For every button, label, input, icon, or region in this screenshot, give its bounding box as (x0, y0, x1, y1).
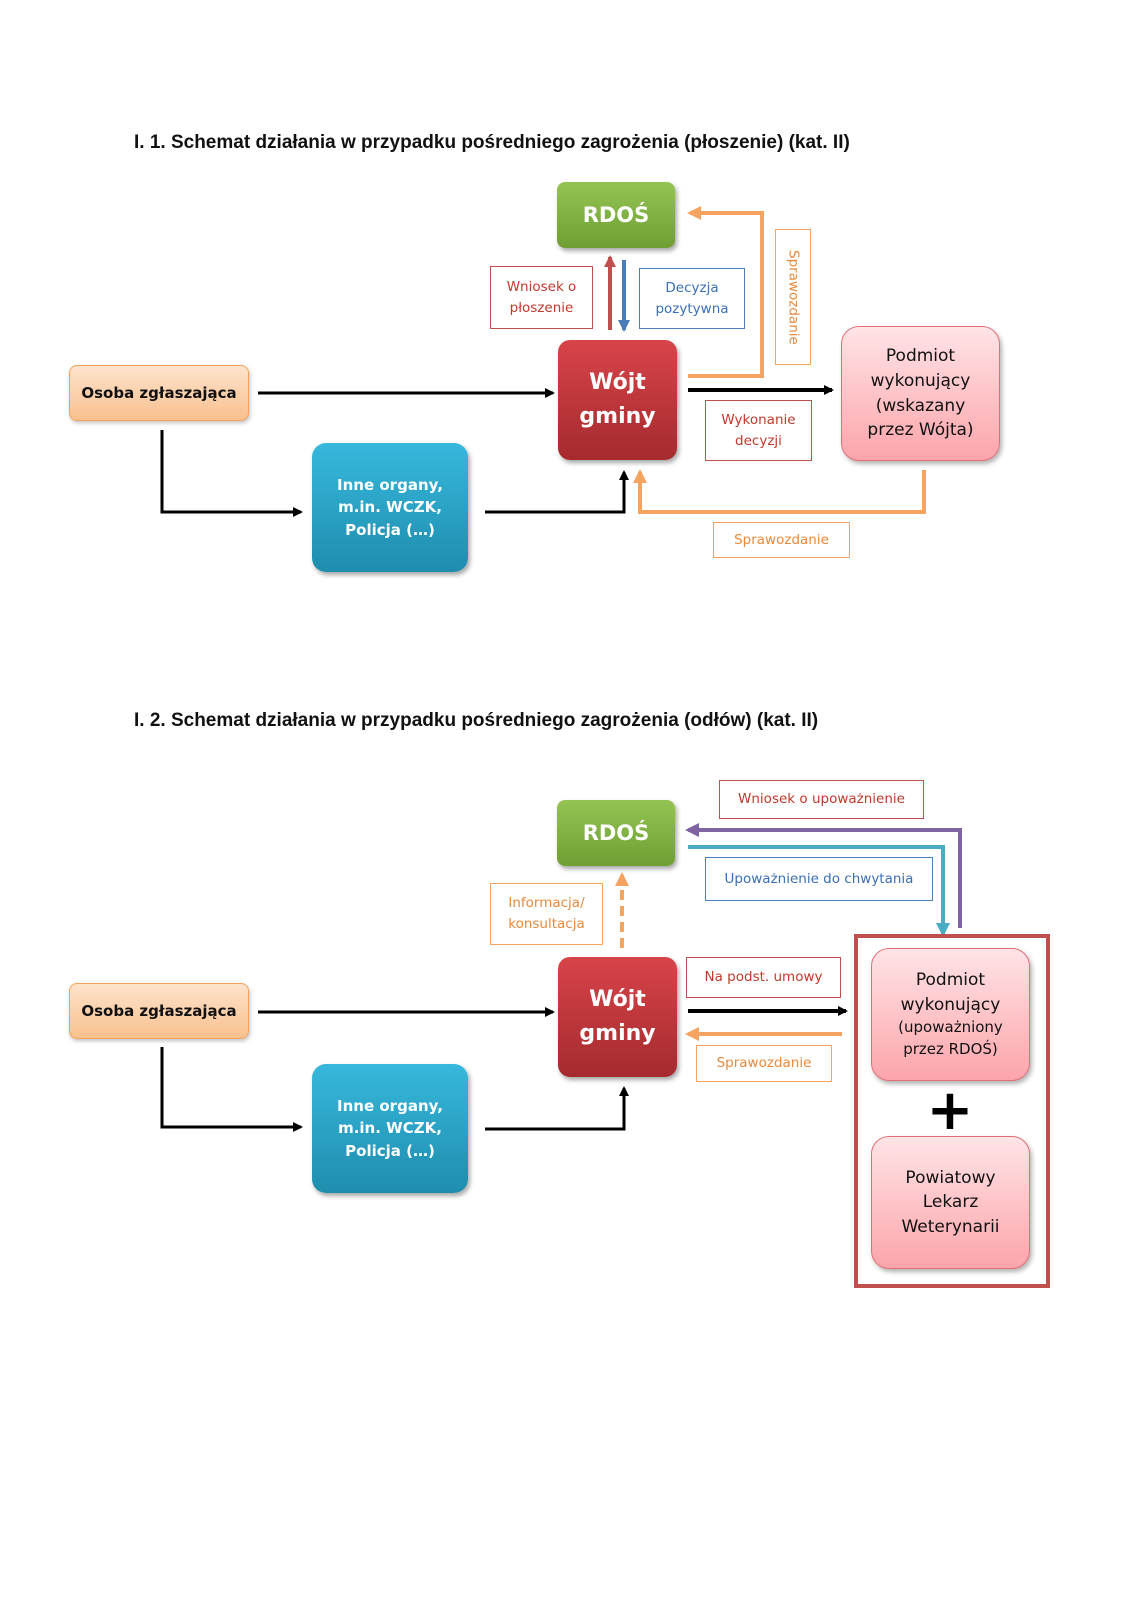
rdos-box-1: RDOŚ (557, 182, 675, 248)
arrow-wojt-to-rdos-sprawozdanie (687, 206, 764, 378)
arrow-osoba-to-inne-1 (160, 430, 303, 517)
lekarz-weterynarii-box: Powiatowy Lekarz Weterynarii (871, 1136, 1030, 1269)
label-decyzja-pozytywna: Decyzja pozytywna (639, 268, 745, 329)
label-upowaznienie-do-chwytania: Upoważnienie do chwytania (705, 857, 933, 901)
podmiot-box-2: Podmiot wykonujący (upoważniony przez RD… (871, 948, 1030, 1081)
inne-organy-box-1: Inne organy, m.in. WCZK, Policja (…) (312, 443, 468, 572)
podmiot-sub-text: (upoważniony przez RDOŚ) (898, 1018, 1003, 1059)
podmiot-box-1: Podmiot wykonujący (wskazany przez Wójta… (841, 326, 1000, 461)
rdos-box-2: RDOŚ (557, 800, 675, 866)
arrow-rdos-to-podmiot-upowaznienie (688, 845, 950, 937)
label-sprawozdanie-2: Sprawozdanie (696, 1045, 832, 1082)
executor-group-frame (854, 934, 1050, 1288)
arrow-podmiot-to-wojt-sprawozdanie (633, 469, 926, 514)
osoba-box-1: Osoba zgłaszająca (69, 365, 249, 421)
arrow-inne-to-wojt-1 (485, 470, 629, 514)
arrow-podmiot-to-rdos-wniosek (685, 823, 962, 928)
osoba-box-2: Osoba zgłaszająca (69, 983, 249, 1039)
label-informacja-konsultacja: Informacja/ konsultacja (490, 883, 603, 945)
label-na-podst-umowy: Na podst. umowy (686, 957, 841, 998)
label-wykonanie-decyzji: Wykonanie decyzji (705, 400, 812, 461)
label-wniosek-o-upowaznienie: Wniosek o upoważnienie (719, 780, 924, 819)
section1-title: I. 1. Schemat działania w przypadku pośr… (134, 132, 850, 153)
wojt-box-2: Wójt gminy (558, 957, 677, 1077)
label-wniosek-o-ploszenie: Wniosek o płoszenie (490, 266, 593, 329)
label-sprawozdanie-vertical: Sprawozdanie (775, 229, 811, 365)
arrow-inne-to-wojt-2 (485, 1086, 629, 1131)
plus-icon: + (926, 1078, 974, 1143)
section2-title: I. 2. Schemat działania w przypadku pośr… (134, 710, 819, 731)
label-sprawozdanie-bottom: Sprawozdanie (713, 522, 850, 558)
inne-organy-box-2: Inne organy, m.in. WCZK, Policja (…) (312, 1064, 468, 1193)
wojt-box-1: Wójt gminy (558, 340, 677, 460)
podmiot-main-text: Podmiot wykonujący (900, 970, 1001, 1015)
arrow-osoba-to-inne-2 (160, 1047, 303, 1132)
